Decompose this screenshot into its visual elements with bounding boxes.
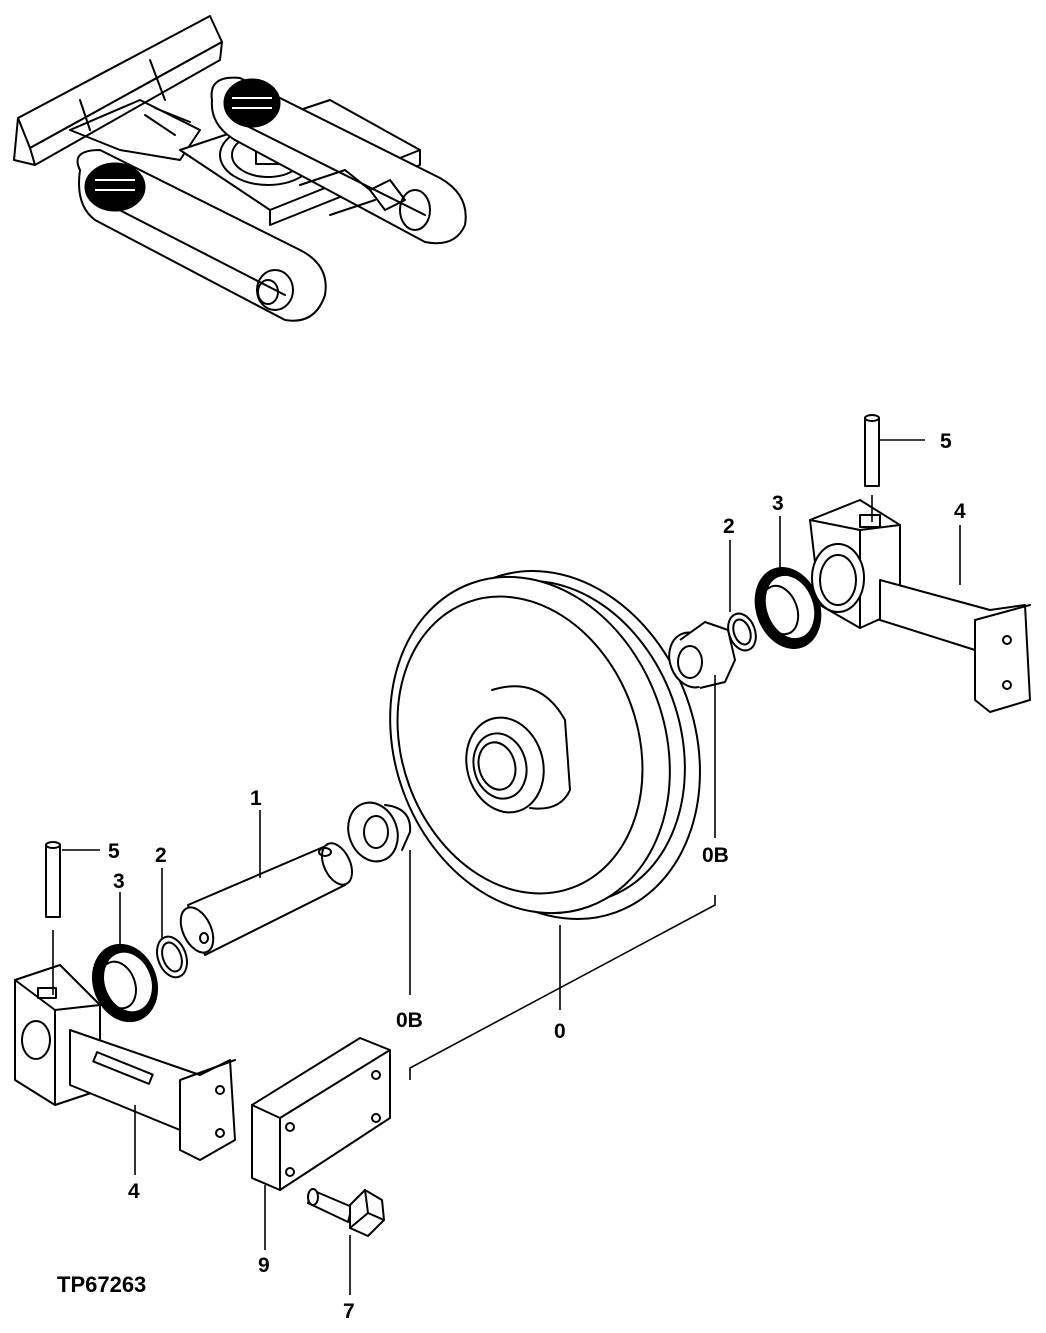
callout-4-right: 4 <box>954 500 966 523</box>
callout-5-left: 5 <box>108 840 120 863</box>
callout-0: 0 <box>554 1020 566 1043</box>
callout-3-right: 3 <box>772 492 784 515</box>
collar-left <box>347 801 412 863</box>
bracket-right <box>809 499 1031 713</box>
callout-9: 9 <box>258 1254 270 1277</box>
callout-7: 7 <box>343 1300 355 1323</box>
undercarriage-overview <box>13 15 467 322</box>
bracket-left <box>14 964 236 1161</box>
idler-wheel <box>389 570 701 920</box>
collar-right <box>668 621 736 689</box>
callout-3-left: 3 <box>113 870 125 893</box>
callout-5-right: 5 <box>940 430 952 453</box>
o-ring-left <box>156 935 188 979</box>
callout-1: 1 <box>250 787 262 810</box>
hex-bolt <box>307 1188 385 1237</box>
leader-lines <box>62 439 961 1295</box>
callout-2-right: 2 <box>723 515 735 538</box>
idler-shaft <box>179 842 354 956</box>
pin-left <box>45 841 61 995</box>
callout-4-left: 4 <box>128 1180 140 1203</box>
pin-right <box>864 414 880 522</box>
callout-0b-left: 0B <box>396 1009 423 1032</box>
figure-code: TP67263 <box>57 1272 146 1297</box>
callout-2-left: 2 <box>155 844 167 867</box>
seal-left <box>91 943 159 1023</box>
guard-plate <box>251 1037 391 1191</box>
callout-0b-right: 0B <box>702 844 729 867</box>
seal-right <box>754 567 822 649</box>
